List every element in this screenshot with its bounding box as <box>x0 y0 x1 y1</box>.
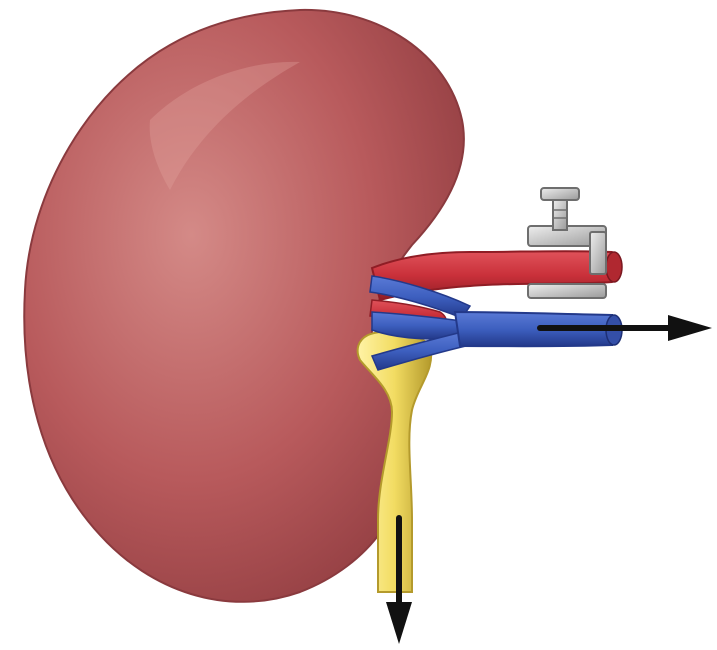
ureter-arrow-head <box>386 602 412 644</box>
clamp-screw-head <box>541 188 579 200</box>
clamp-jaw-back <box>590 232 606 274</box>
clamp-screw <box>553 200 567 230</box>
clamp-plate-bottom <box>528 284 606 298</box>
vein-arrow-head <box>668 315 712 341</box>
artery-end <box>606 252 622 282</box>
